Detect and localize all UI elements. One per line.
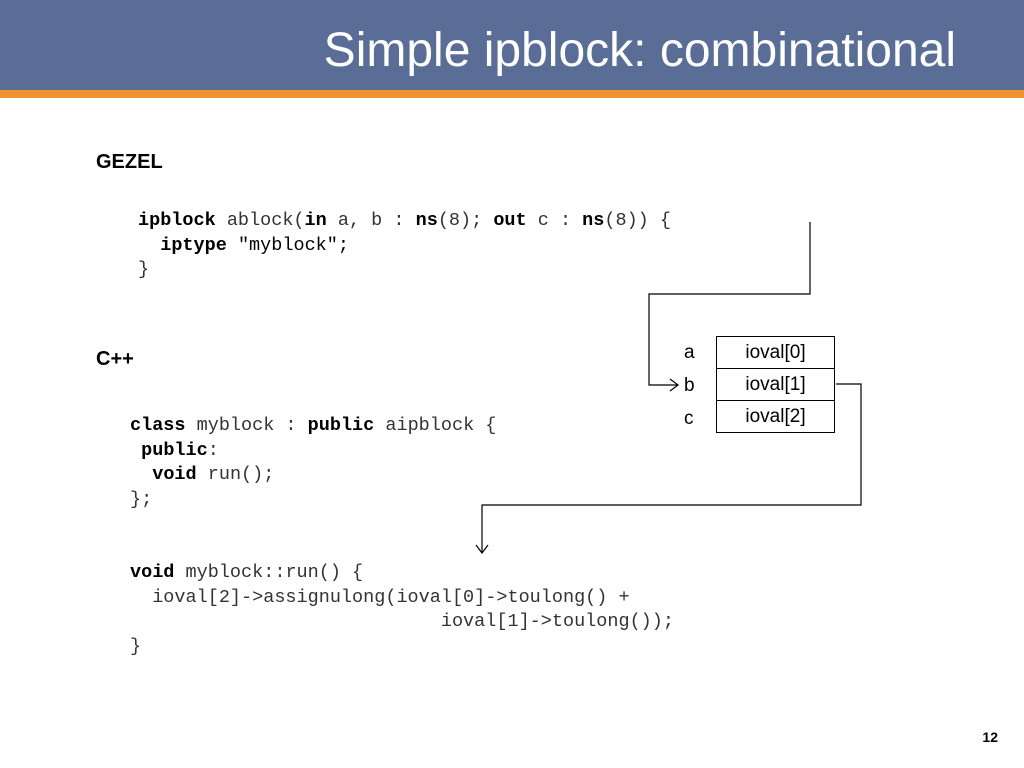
ioval-port-table: ioval[0] ioval[1] ioval[2] xyxy=(716,336,835,433)
cpp-code-line: ioval[2]->assignulong(ioval[0]->toulong(… xyxy=(130,586,630,608)
port-label-b: b xyxy=(684,375,695,396)
cpp-code-line: public: xyxy=(141,439,219,461)
port-label-c: c xyxy=(684,408,694,429)
arrowhead-down-icon xyxy=(475,544,489,554)
gezel-code-line: ipblock ablock(in a, b : ns(8); out c : … xyxy=(138,210,671,231)
ioval1-to-run-arrow xyxy=(481,383,862,553)
port-row: ioval[1] xyxy=(716,368,835,401)
title-accent-stripe xyxy=(0,90,1024,98)
section-label-gezel: GEZEL xyxy=(96,151,163,173)
page-number: 12 xyxy=(982,729,998,745)
port-row: ioval[0] xyxy=(716,336,835,369)
cpp-code-line: ioval[1]->toulong()); xyxy=(130,611,674,632)
gezel-code-line: iptype "myblock"; xyxy=(160,234,349,256)
gezel-code-block: ipblock ablock(in a, b : ns(8); out c : … xyxy=(138,209,671,283)
cpp-code-line: void run(); xyxy=(152,464,275,485)
arrowhead-right-icon xyxy=(669,378,679,392)
gezel-code-line: } xyxy=(138,259,150,280)
ioval-cell-1: ioval[1] xyxy=(716,368,835,401)
port-label-a: a xyxy=(684,342,695,363)
port-row: ioval[2] xyxy=(716,400,835,433)
cpp-code-line: class myblock : public aipblock { xyxy=(130,415,497,436)
slide-title: Simple ipblock: combinational xyxy=(323,24,956,77)
title-bar xyxy=(0,0,1024,90)
cpp-code-line: void myblock::run() { xyxy=(130,562,364,583)
gezel-to-port-b-arrow xyxy=(648,222,811,386)
cpp-class-code-block: class myblock : public aipblock { public… xyxy=(130,414,496,512)
cpp-run-code-block: void myblock::run() { ioval[2]->assignul… xyxy=(130,561,674,659)
section-label-cpp: C++ xyxy=(96,348,134,370)
ioval-cell-0: ioval[0] xyxy=(716,336,835,369)
cpp-code-line: } xyxy=(130,635,142,657)
cpp-code-line: }; xyxy=(130,488,153,510)
ioval-cell-2: ioval[2] xyxy=(716,400,835,433)
